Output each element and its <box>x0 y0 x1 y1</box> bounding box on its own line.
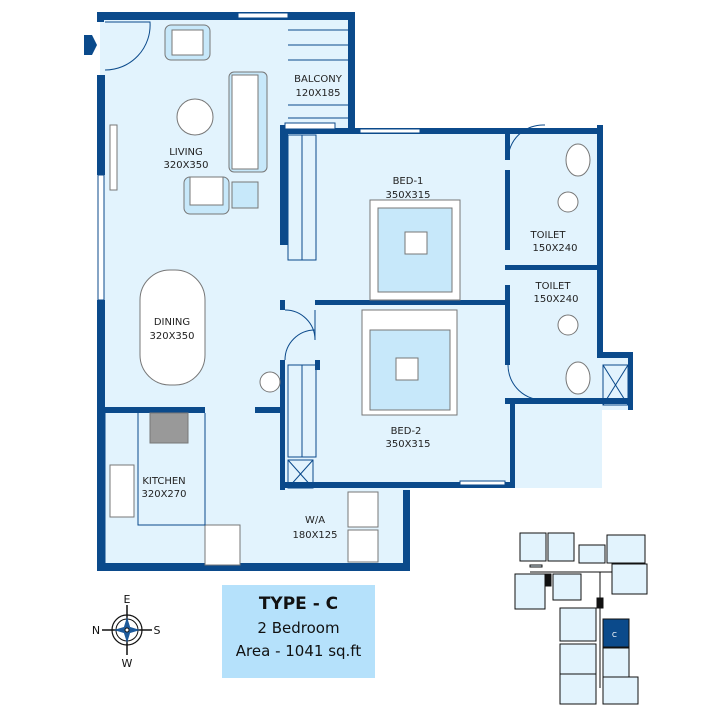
kitchen-size: 320X270 <box>141 489 186 500</box>
compass-west: W <box>122 657 133 670</box>
wa-size: 180X125 <box>292 530 337 541</box>
floor-area <box>100 15 630 570</box>
compass-north: N <box>92 624 100 637</box>
kitchen-label: KITCHEN <box>142 476 185 487</box>
doors[interactable] <box>284 124 546 401</box>
walls <box>97 12 633 571</box>
key-plan-unit-label: C <box>612 631 617 639</box>
balcony-label: BALCONY <box>294 74 343 85</box>
furniture <box>109 24 591 566</box>
key-plan: C <box>514 532 648 705</box>
compass-icon: E N S W <box>92 593 161 670</box>
compass-south: S <box>154 624 161 637</box>
key-plan-unit-c <box>602 618 630 648</box>
unit-type: TYPE - C <box>258 594 339 614</box>
windows <box>97 12 506 486</box>
balcony-size: 120X185 <box>295 88 340 99</box>
toilet2-size: 150X240 <box>533 294 578 305</box>
toilet1-label: TOILET <box>530 230 567 241</box>
bed2-label: BED-2 <box>391 426 422 437</box>
kitchen-counter <box>104 413 206 563</box>
entry-door[interactable] <box>104 21 151 71</box>
entry-arrow-icon <box>84 35 97 55</box>
unit-info-box: TYPE - C 2 Bedroom Area - 1041 sq.ft <box>222 585 375 678</box>
dining-label: DINING <box>154 317 190 328</box>
bed1-size: 350X315 <box>385 190 430 201</box>
dining-size: 320X350 <box>149 331 194 342</box>
toilet2-label: TOILET <box>535 281 572 292</box>
room-labels: BALCONY 120X185 LIVING 320X350 BED-1 350… <box>141 74 578 541</box>
unit-bedrooms: 2 Bedroom <box>257 619 340 637</box>
living-size: 320X350 <box>163 160 208 171</box>
toilet1-size: 150X240 <box>532 243 577 254</box>
balcony-slats <box>288 29 350 119</box>
wa-label: W/A <box>305 515 325 526</box>
living-label: LIVING <box>169 147 203 158</box>
bed2-size: 350X315 <box>385 439 430 450</box>
compass-east: E <box>124 593 131 606</box>
unit-area: Area - 1041 sq.ft <box>235 642 362 660</box>
bed1-label: BED-1 <box>393 176 424 187</box>
